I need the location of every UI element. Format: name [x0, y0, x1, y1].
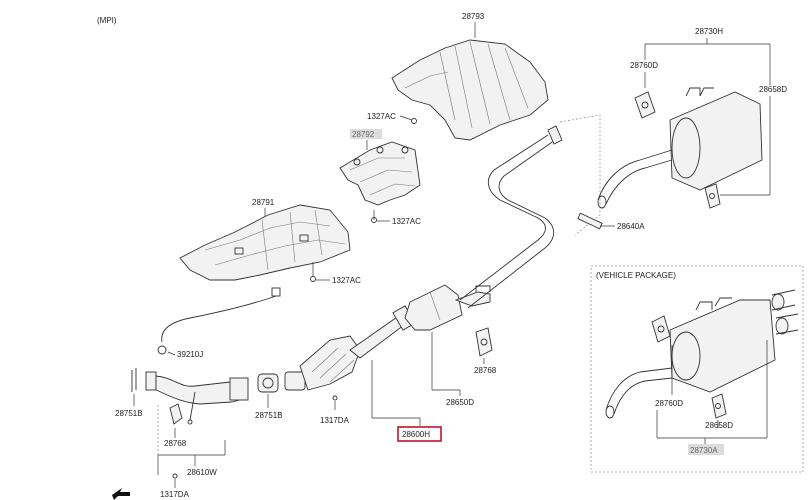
rear-muffler-28730h[interactable] — [597, 87, 763, 209]
label-28730a: 28730A — [690, 446, 718, 455]
clamp-28640a[interactable] — [577, 212, 603, 230]
bolt-1327ac-top[interactable] — [411, 118, 417, 124]
vehicle-package-frame — [590, 265, 804, 473]
label-1327ac-top: 1327AC — [367, 112, 396, 121]
label-1317da-bottom: 1317DA — [160, 490, 190, 499]
label-28760d-pkg: 28760D — [655, 399, 683, 408]
oxygen-sensor-39210j[interactable] — [157, 287, 281, 355]
label-28730h: 28730H — [695, 27, 723, 36]
pkg-hanger-28760d[interactable] — [651, 315, 671, 343]
center-pipe[interactable] — [349, 284, 491, 359]
label-28793: 28793 — [462, 12, 485, 21]
label-28751b-left: 28751B — [115, 409, 143, 418]
heat-protector-28792[interactable] — [339, 141, 421, 206]
label-39210j: 39210J — [177, 350, 203, 359]
label-28760d-top: 28760D — [630, 61, 658, 70]
pkg-hanger-28658d[interactable] — [711, 393, 727, 419]
gasket-28751b-mid[interactable] — [257, 373, 279, 393]
label-1317da-mid: 1317DA — [320, 416, 350, 425]
bolt-1317da-bottom[interactable] — [172, 473, 178, 479]
label-28658d-pkg: 28658D — [705, 421, 733, 430]
label-28791: 28791 — [252, 198, 275, 207]
front-pipe-28610w[interactable] — [145, 371, 249, 425]
heat-protector-28793[interactable] — [391, 39, 549, 141]
package-label: (VEHICLE PACKAGE) — [596, 271, 676, 280]
label-28658d-top: 28658D — [759, 85, 787, 94]
label-28792: 28792 — [352, 130, 375, 139]
heat-protector-28791[interactable] — [179, 204, 351, 281]
bolt-1327ac-mid[interactable] — [371, 217, 377, 223]
label-28751b-mid: 28751B — [255, 411, 283, 420]
hanger-28760d-top[interactable] — [634, 91, 656, 119]
highlight-box — [397, 426, 442, 442]
catalytic-converter[interactable] — [284, 335, 361, 391]
hanger-28768-right[interactable] — [475, 327, 493, 357]
label-28650d: 28650D — [446, 398, 474, 407]
front-gasket-28751b[interactable] — [131, 368, 137, 392]
arrow-icon — [112, 488, 130, 500]
label-28600h[interactable]: 28600H — [402, 430, 430, 439]
pkg-rear-muffler-28730a[interactable] — [605, 289, 799, 419]
label-28640a: 28640A — [617, 222, 645, 231]
label-1327ac-mid: 1327AC — [392, 217, 421, 226]
mid-pipe[interactable] — [459, 125, 563, 309]
hanger-28768-left[interactable] — [169, 403, 183, 425]
label-28768-right: 28768 — [474, 366, 497, 375]
engine-label: (MPI) — [97, 16, 117, 25]
label-1327ac-low: 1327AC — [332, 276, 361, 285]
label-28610w: 28610W — [187, 468, 217, 477]
bolt-1327ac-low[interactable] — [310, 276, 316, 282]
hanger-28658d-top[interactable] — [704, 183, 721, 209]
label-28768-left: 28768 — [164, 439, 187, 448]
bolt-1317da-mid[interactable] — [332, 395, 338, 401]
